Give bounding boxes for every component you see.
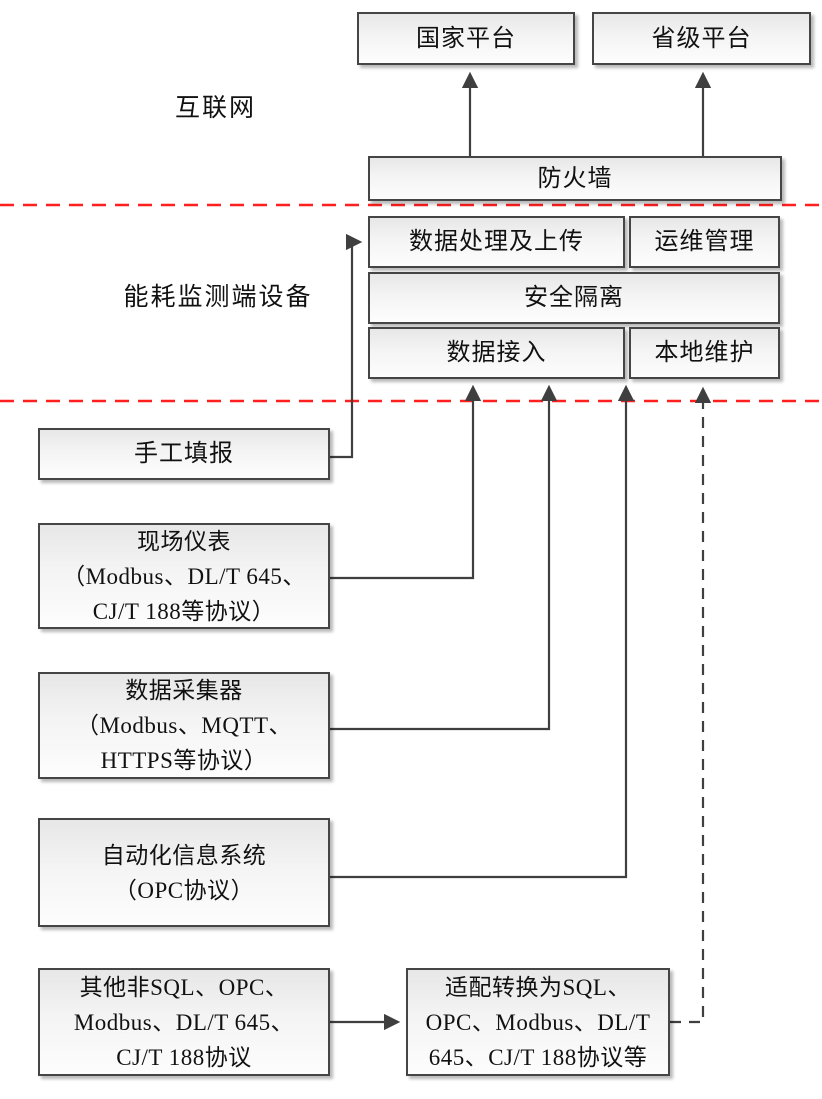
node-label-line: 现场仪表	[137, 528, 231, 554]
node-security-isolation: 安全隔离	[368, 272, 780, 324]
node-label-line: 数据采集器	[125, 678, 243, 703]
zone-label-device: 能耗监测端设备	[123, 284, 313, 311]
node-label: 省级平台	[651, 25, 752, 52]
node-firewall: 防火墙	[368, 156, 782, 201]
node-label-line: HTTPS等协议）	[100, 748, 268, 773]
node-other-protocols: 其他非SQL、OPC、 Modbus、DL/T 645、 CJ/T 188协议	[38, 968, 330, 1076]
node-label-line: （OPC协议）	[113, 877, 255, 903]
arrow-automation-to-access	[330, 384, 635, 879]
node-label-line: 适配转换为SQL、	[445, 974, 631, 1000]
arrow-adapter-to-maintenance	[670, 386, 712, 1024]
node-label-line: 645、CJ/T 188协议等	[428, 1044, 648, 1070]
node-label-line: Modbus、DL/T 645、	[73, 1009, 295, 1035]
node-label-line: （Modbus、MQTT、	[75, 713, 293, 738]
node-data-collector: 数据采集器 （Modbus、MQTT、 HTTPS等协议）	[38, 672, 330, 779]
node-label: 数据处理及上传	[409, 229, 584, 255]
node-national-platform: 国家平台	[357, 12, 575, 65]
arrow-manual-to-processing	[330, 233, 363, 459]
node-automation-system: 自动化信息系统 （OPC协议）	[38, 818, 330, 927]
node-field-meters: 现场仪表 （Modbus、DL/T 645、 CJ/T 188等协议）	[38, 523, 330, 629]
node-label-line: 自动化信息系统	[101, 842, 267, 868]
node-ops-management: 运维管理	[629, 216, 780, 268]
node-protocol-adapter: 适配转换为SQL、 OPC、Modbus、DL/T 645、CJ/T 188协议…	[406, 968, 670, 1076]
node-label: 国家平台	[416, 25, 516, 52]
node-label: 数据接入	[446, 340, 547, 366]
node-label-line: （Modbus、DL/T 645、	[62, 563, 306, 589]
node-label-line: CJ/T 188协议	[116, 1044, 252, 1070]
arrow-meters-to-access	[330, 384, 482, 580]
node-data-access: 数据接入	[368, 327, 625, 379]
node-provincial-platform: 省级平台	[592, 12, 811, 65]
node-label: 防火墙	[537, 165, 613, 192]
node-local-maintenance: 本地维护	[629, 327, 780, 379]
zone-label-internet: 互联网	[174, 95, 256, 122]
node-label: 本地维护	[654, 340, 755, 366]
node-label-line: CJ/T 188等协议）	[92, 598, 276, 624]
node-label-line: 其他非SQL、OPC、	[79, 974, 289, 1000]
node-label: 运维管理	[654, 229, 755, 255]
node-label-line: OPC、Modbus、DL/T	[425, 1009, 651, 1035]
node-data-processing-upload: 数据处理及上传	[368, 216, 625, 268]
node-manual-entry: 手工填报	[38, 428, 330, 480]
node-label: 安全隔离	[524, 285, 624, 311]
node-label: 手工填报	[134, 441, 234, 467]
arrow-collector-to-access	[330, 384, 558, 731]
